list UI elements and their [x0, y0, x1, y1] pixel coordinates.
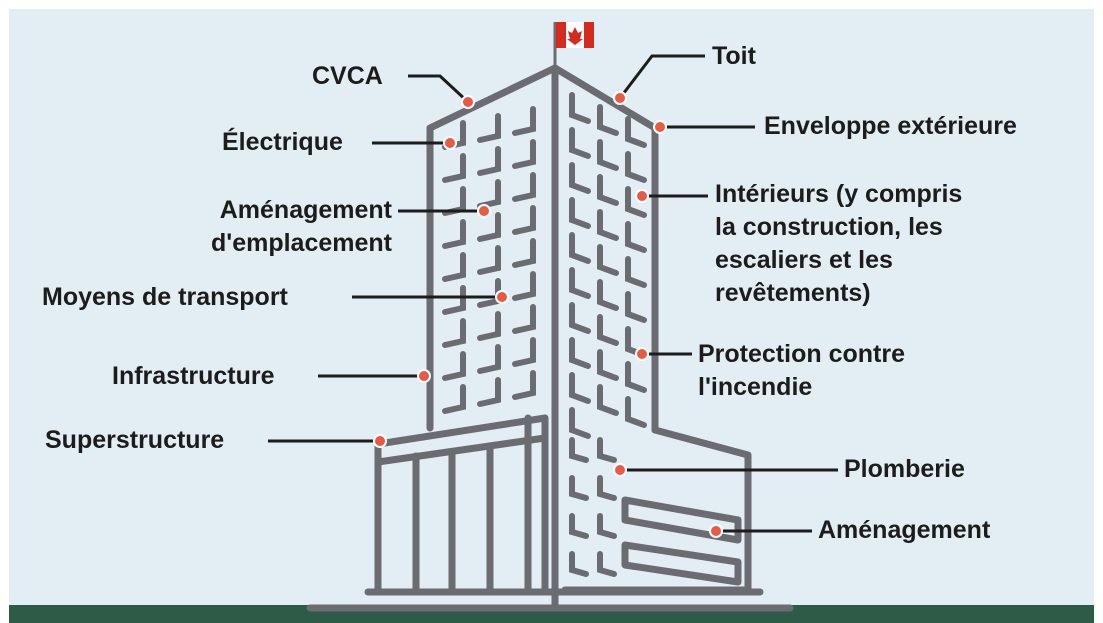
window-mark [569, 92, 591, 124]
label-toit: Toit [712, 42, 756, 70]
leader-cvca [408, 74, 470, 104]
right-face-windows [569, 92, 647, 577]
window-mark [625, 186, 647, 218]
label-plomberie: Plomberie [844, 455, 965, 483]
dot-enveloppe [653, 120, 667, 134]
window-mark [477, 377, 501, 407]
dot-superstructure [373, 434, 387, 448]
window-mark [512, 370, 536, 400]
dot-interieurs [635, 189, 649, 203]
label-interieurs: Intérieurs (y compris la construction, l… [715, 180, 963, 307]
label-electrique: Électrique [222, 128, 343, 156]
dot-protection [635, 347, 649, 361]
window-mark [512, 304, 536, 334]
window-mark [477, 245, 501, 275]
window-mark [442, 351, 466, 381]
window-mark [569, 127, 591, 159]
window-mark [442, 219, 466, 249]
tower-left-face [426, 64, 559, 432]
window-mark [569, 337, 591, 369]
dot-amenagement [709, 524, 723, 538]
label-enveloppe: Enveloppe extérieure [764, 112, 1017, 140]
window-mark [477, 113, 501, 143]
window-mark [477, 278, 501, 308]
window-mark [442, 285, 466, 315]
window-mark [477, 146, 501, 176]
podium-right-slats [621, 496, 742, 586]
window-mark [512, 172, 536, 202]
window-mark [442, 153, 466, 183]
window-mark [512, 139, 536, 169]
window-mark [597, 475, 617, 501]
window-mark [597, 104, 619, 136]
dot-amenagement-emplacement [477, 204, 491, 218]
window-mark [625, 396, 647, 428]
window-mark [625, 256, 647, 288]
window-mark [569, 475, 589, 501]
window-mark [625, 116, 647, 148]
window-mark [597, 349, 619, 381]
window-mark [512, 337, 536, 367]
window-mark [625, 361, 647, 393]
window-mark [512, 106, 536, 136]
window-mark [597, 279, 619, 311]
window-mark [597, 437, 617, 463]
base-steps [306, 588, 794, 612]
window-mark [442, 318, 466, 348]
window-mark [569, 551, 589, 577]
podium-columns [412, 436, 532, 594]
dot-toit [613, 91, 627, 105]
ground-bar [9, 605, 1094, 623]
label-cvca: CVCA [312, 62, 383, 90]
label-superstructure: Superstructure [45, 426, 225, 454]
left-face-windows [442, 106, 536, 414]
dot-infrastructure [417, 369, 431, 383]
window-mark [477, 212, 501, 242]
window-mark [597, 513, 617, 539]
window-mark [625, 291, 647, 323]
window-mark [512, 205, 536, 235]
window-mark [512, 271, 536, 301]
window-mark [625, 151, 647, 183]
dot-cvca [461, 95, 475, 109]
label-amenagement-emplacement: Aménagement d'emplacement [210, 196, 392, 257]
window-mark [442, 384, 466, 414]
window-mark [512, 238, 536, 268]
window-mark [569, 302, 591, 334]
window-mark [597, 244, 619, 276]
window-mark [569, 197, 591, 229]
podium-left [374, 414, 549, 594]
window-mark [597, 209, 619, 241]
window-mark [569, 513, 589, 539]
window-mark [442, 186, 466, 216]
window-mark [597, 551, 617, 577]
window-mark [477, 311, 501, 341]
dot-moyens-transport [495, 290, 509, 304]
label-amenagement: Aménagement [818, 516, 991, 544]
window-mark [442, 252, 466, 282]
window-mark [597, 384, 619, 416]
window-mark [569, 232, 591, 264]
window-mark [569, 162, 591, 194]
podium-right [561, 426, 752, 594]
window-mark [625, 221, 647, 253]
window-mark [477, 179, 501, 209]
canadian-flag-icon [553, 22, 594, 68]
window-mark [597, 314, 619, 346]
window-mark [569, 437, 589, 463]
label-infrastructure: Infrastructure [112, 362, 275, 390]
window-mark [597, 174, 619, 206]
leader-toit [618, 54, 705, 99]
window-mark [569, 407, 591, 439]
label-protection-incendie: Protection contre l'incendie [698, 340, 905, 401]
dot-electrique [443, 136, 457, 150]
dot-plomberie [613, 463, 627, 477]
window-mark [569, 267, 591, 299]
window-mark [569, 372, 591, 404]
window-mark [597, 139, 619, 171]
window-mark [477, 344, 501, 374]
label-moyens-transport: Moyens de transport [42, 283, 288, 311]
